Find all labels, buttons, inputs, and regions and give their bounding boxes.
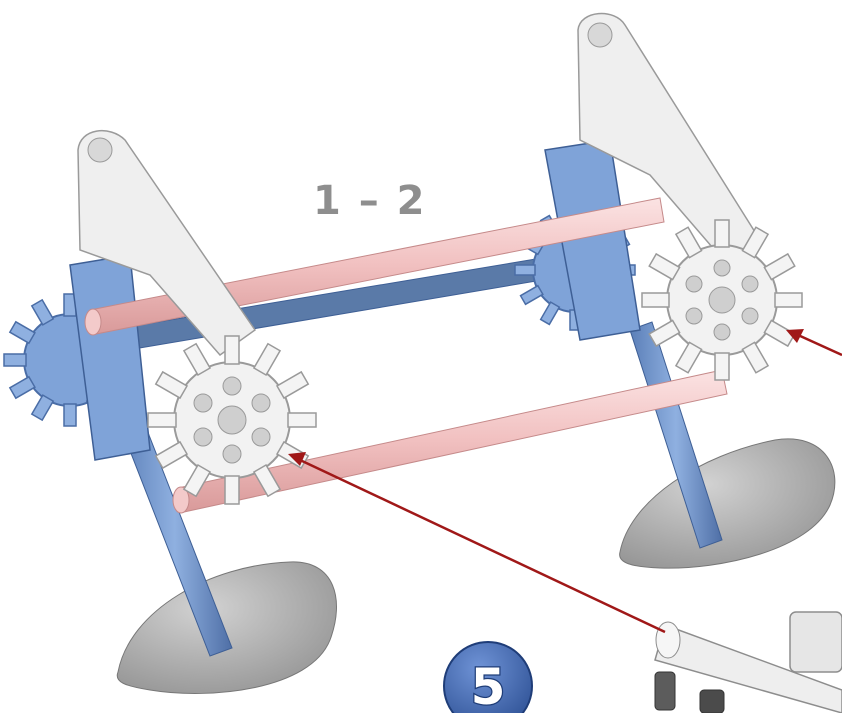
arrow-icon	[288, 452, 666, 634]
foot-right	[619, 438, 836, 569]
blue-connector-left	[69, 254, 151, 461]
next-subassembly	[654, 611, 842, 713]
step-number: 5	[471, 658, 506, 713]
step-number-badge: 5	[443, 641, 533, 713]
step-sub-label: 1 – 2	[313, 178, 427, 224]
white-arm-left	[77, 130, 257, 357]
foot-left	[116, 561, 337, 694]
gear-icon	[147, 335, 317, 505]
white-arm-right	[577, 12, 762, 263]
gear-icon	[641, 219, 803, 381]
leg-right	[629, 321, 723, 549]
arrow-icon	[786, 329, 842, 357]
axle-bottom	[172, 369, 728, 514]
